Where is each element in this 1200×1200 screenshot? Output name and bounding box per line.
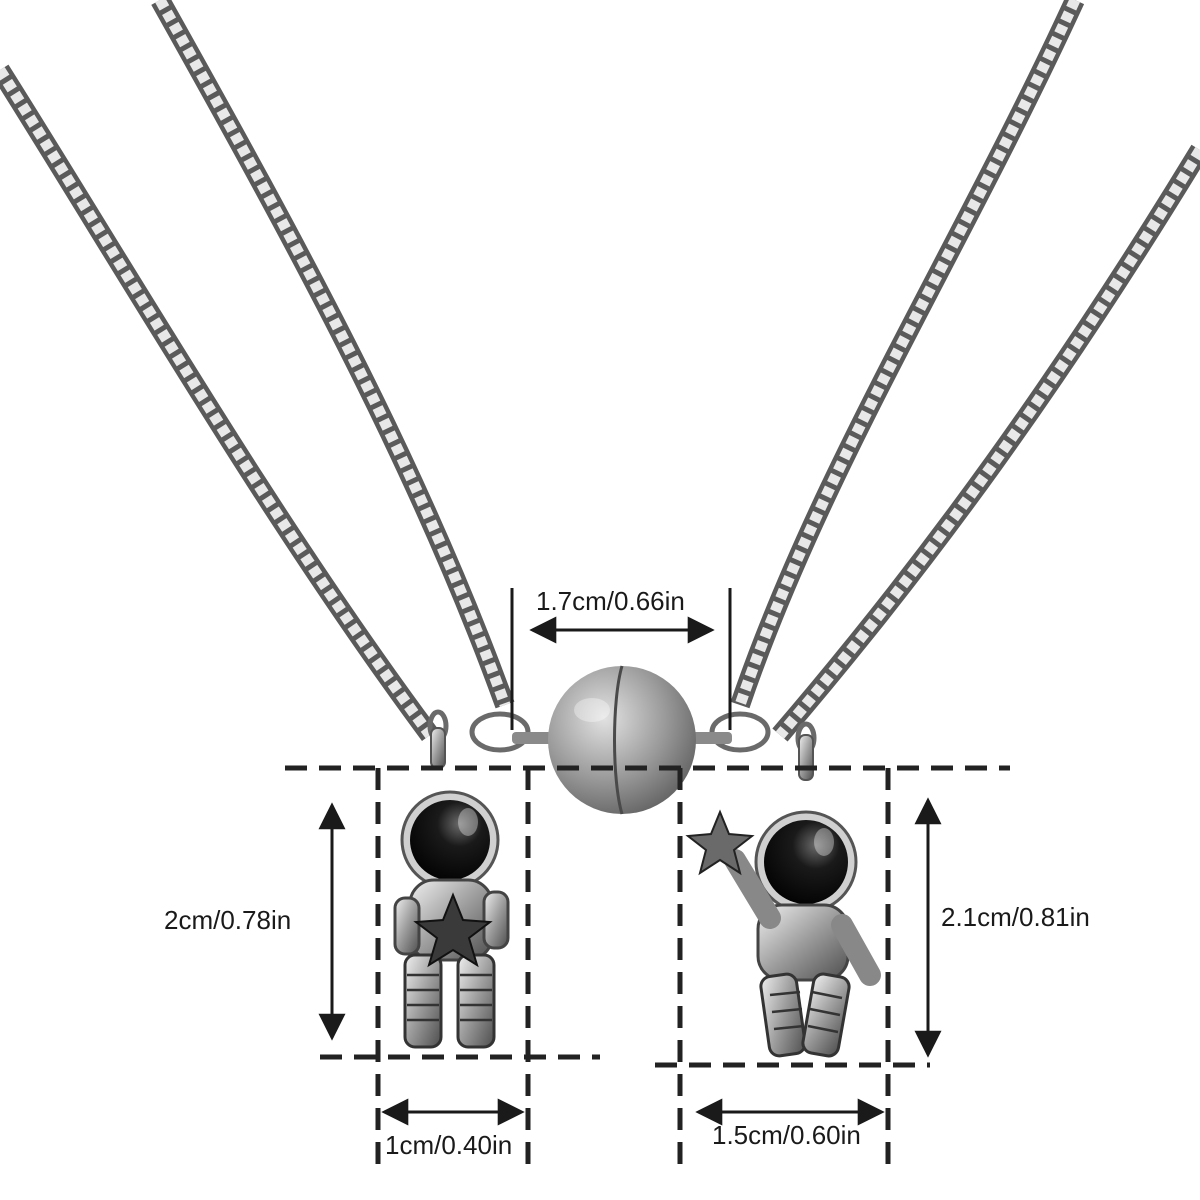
- right-width-label: 1.5cm/0.60in: [712, 1120, 861, 1150]
- chain-left-inner: [151, 0, 515, 709]
- magnetic-clasp: [512, 665, 732, 815]
- left-astronaut-pendant: [393, 727, 510, 1049]
- chain-right-inner: [730, 0, 1085, 709]
- chain-right-outer: [772, 144, 1200, 742]
- dimension-arrows: [318, 588, 942, 1126]
- left-height-label: 2cm/0.78in: [164, 905, 292, 935]
- chain-left-outer: [0, 64, 439, 741]
- right-height-label: 2.1cm/0.81in: [941, 902, 1090, 932]
- left-width-label: 1cm/0.40in: [385, 1130, 513, 1160]
- dimension-guide-lines: [285, 765, 1010, 1165]
- right-astronaut-pendant: [685, 734, 881, 1058]
- clasp-width-label: 1.7cm/0.66in: [536, 586, 685, 616]
